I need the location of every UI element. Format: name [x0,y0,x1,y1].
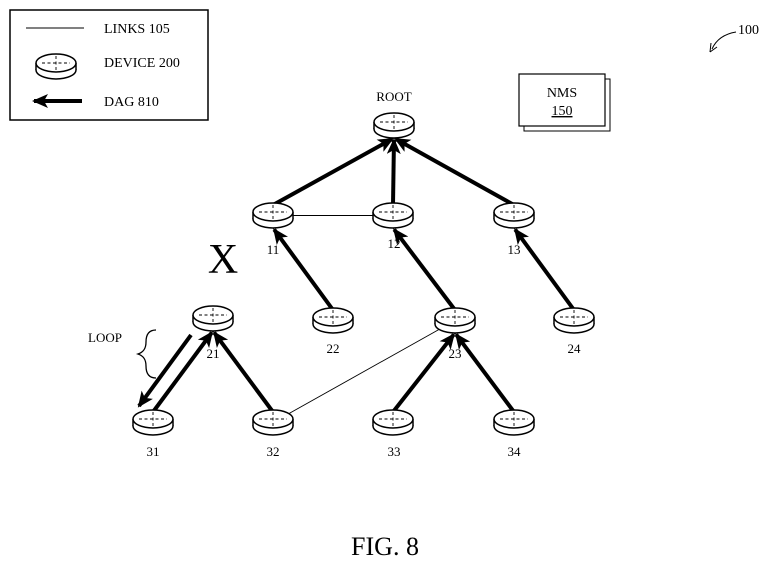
dag-arrow-n22-n11 [272,227,335,312]
links-layer [272,215,456,423]
dag-arrow-n13-root [393,137,515,207]
nms-title: NMS [547,86,577,101]
device-node-n34 [493,409,535,436]
device-label-n24: 24 [568,341,582,356]
device-label-n12: 12 [388,236,401,251]
link-n32-n23 [272,320,456,423]
device-node-root [373,112,415,139]
figure-caption: FIG. 8 [351,532,419,561]
device-node-n31 [132,409,174,436]
dag-layer [151,137,576,414]
legend: LINKS 105 DEVICE 200 DAG 810 [9,9,209,121]
device-label-root: ROOT [376,89,411,104]
device-node-n33 [372,409,414,436]
figure-reference-number: 100 [738,23,759,38]
device-label-n32: 32 [267,444,280,459]
dag-arrow-n34-n23 [454,332,516,414]
device-label-n31: 31 [147,444,160,459]
broken-link-mark: X [208,237,238,283]
dag-arrow-n24-n13 [513,227,576,312]
legend-dag-label: DAG 810 [104,95,159,110]
loop-layer [137,333,193,408]
loop-arrow [137,333,193,408]
dag-arrow-n23-n12 [392,228,457,312]
reference-leader-arrow-icon [709,42,718,53]
device-node-n21 [192,305,234,332]
nms-number: 150 [552,104,573,119]
device-label-n22: 22 [327,341,340,356]
legend-links-label: LINKS 105 [104,22,170,37]
loop-brace-icon [135,329,157,379]
device-node-n11 [252,202,294,229]
device-node-n12 [372,202,414,229]
device-node-n22 [312,307,354,334]
dag-arrow-n11-root [272,137,395,207]
reference-leader-line [711,31,737,50]
device-label-n11: 11 [267,242,280,257]
dag-arrow-n12-root [386,137,401,206]
device-node-n13 [493,202,535,229]
legend-device-icon [35,53,77,80]
device-label-n33: 33 [388,444,401,459]
device-label-n34: 34 [508,444,522,459]
dag-arrow-n31-n21 [151,331,214,414]
device-node-n32 [252,409,294,436]
figure-reference: 100 [709,23,759,53]
loop-label: LOOP [88,330,122,345]
device-node-n23 [434,307,476,334]
device-label-n13: 13 [508,242,521,257]
nms-box-frame [518,73,606,127]
device-label-n23: 23 [449,346,462,361]
device-label-n21: 21 [207,346,220,361]
legend-device-label: DEVICE 200 [104,56,180,71]
dag-arrow-n32-n21 [212,331,275,414]
device-node-n24 [553,307,595,334]
dag-arrow-n33-n23 [391,333,456,414]
nodes-layer: ROOT 11 12 13 21 22 23 24 31 32 33 34 [132,89,595,459]
nms-box: NMS 150 [518,73,611,132]
